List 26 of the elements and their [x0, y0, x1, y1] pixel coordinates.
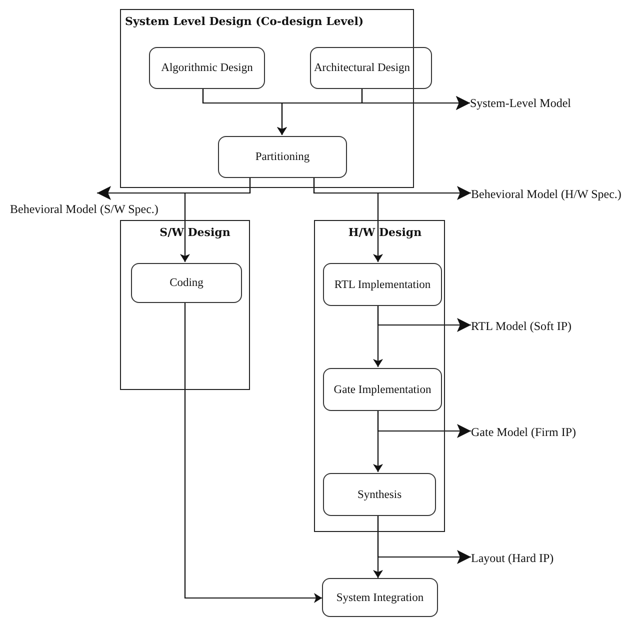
arrow: [361, 88, 470, 110]
group-frame: [314, 220, 445, 532]
process-box: Partitioning: [218, 136, 347, 178]
arrow: [313, 177, 383, 262]
output-label: Layout (Hard IP): [471, 550, 581, 566]
group-title: System Level Design (Co-design Level): [125, 15, 364, 28]
output-label: Behevioral Model (H/W Spec.): [471, 186, 641, 202]
process-box: Coding: [131, 263, 242, 303]
output-label: Behevioral Model (S/W Spec.): [10, 193, 180, 217]
process-box: Synthesis: [323, 473, 436, 516]
output-label: System-Level Model: [470, 95, 590, 111]
process-box: RTL Implementation: [323, 263, 442, 306]
output-label: RTL Model (Soft IP): [471, 318, 591, 334]
arrow: [377, 515, 471, 564]
arrow: [184, 302, 322, 603]
output-label: Gate Model (Firm IP): [471, 424, 591, 440]
process-box: System Integration: [322, 578, 438, 617]
arrow: [377, 410, 471, 438]
group-title: H/W Design: [347, 226, 423, 239]
process-box: Architectural Design: [310, 47, 432, 89]
group-title: S/W Design: [158, 226, 232, 239]
arrow: [377, 305, 471, 332]
process-box: Gate Implementation: [323, 368, 442, 411]
group-frame: [120, 220, 250, 390]
arrow: [180, 177, 251, 262]
process-box: Algorithmic Design: [149, 47, 265, 89]
